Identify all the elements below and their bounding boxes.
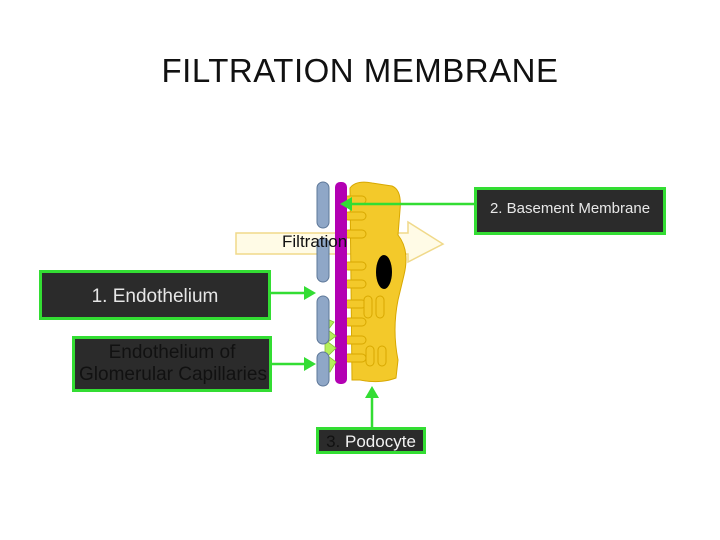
- filtration-flow-label: Filtration: [282, 232, 348, 251]
- pointer-arrows: [271, 197, 474, 427]
- glomerular-label-line1: Endothelium of: [108, 342, 236, 363]
- page-title: FILTRATION MEMBRANE: [161, 52, 559, 89]
- basement-membrane-layer: [335, 182, 347, 384]
- podocyte-nucleus: [376, 255, 392, 289]
- podocyte-label: 3. Podocyte: [316, 427, 426, 454]
- glomerular-endothelium-label: Endothelium of Glomerular Capillaries: [72, 336, 272, 392]
- podocyte-number: 3.: [326, 432, 341, 451]
- basement-membrane-number: 2.: [489, 200, 503, 217]
- podocyte-cell: [343, 181, 407, 383]
- endothelium-label: 1. Endothelium: [39, 270, 271, 320]
- glomerular-label-line2: Glomerular Capillaries: [79, 364, 267, 385]
- basement-membrane-text: Basement Membrane: [506, 200, 651, 217]
- basement-membrane-label: 2. Basement Membrane: [474, 187, 666, 235]
- endothelial-cells: [316, 181, 330, 387]
- podocyte-text: Podocyte: [345, 432, 416, 451]
- endothelium-number: 1.: [91, 286, 108, 307]
- endothelium-text: Endothelium: [112, 286, 219, 307]
